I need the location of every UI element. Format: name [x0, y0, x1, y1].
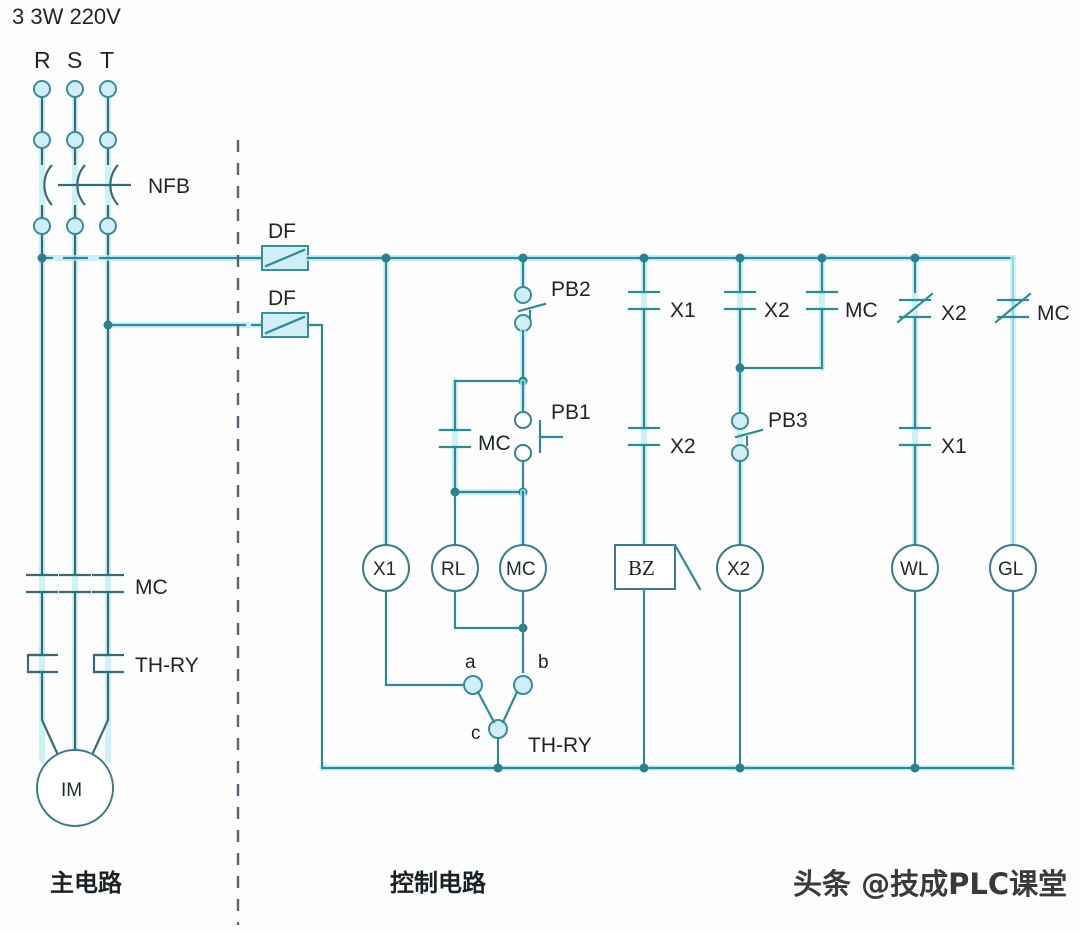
phase-line-t	[90, 80, 117, 756]
pushbutton-pb3[interactable]	[731, 366, 764, 547]
thry-main-label: TH-RY	[135, 654, 199, 677]
thermal-overload-element	[26, 650, 124, 695]
contact-label-x1-wl: X1	[941, 435, 967, 458]
df-label-bottom: DF	[268, 287, 296, 310]
contact-x2-bz	[627, 426, 661, 547]
coil-label-mc: MC	[506, 559, 536, 580]
thermal-relay-switch[interactable]	[463, 675, 533, 773]
section-title-control: 控制电路	[390, 869, 487, 897]
label-layer: 3 3W 220V R S T NFB DF DF MC TH-RY IM PB…	[12, 4, 1070, 901]
main-circuit-group	[26, 80, 265, 827]
contact-label-mc-nc-gl: MC	[1037, 302, 1070, 325]
contact-label-x2-nc-wl: X2	[941, 302, 967, 325]
branch-bz-buzzer	[614, 253, 702, 773]
top-rail	[305, 255, 1016, 770]
main-contactor-contacts	[26, 573, 124, 594]
df-label-top: DF	[268, 220, 296, 243]
motor-symbol	[36, 749, 114, 827]
bottom-rail	[306, 323, 1016, 771]
pushbutton-pb2[interactable]	[514, 286, 547, 332]
contact-x1-wl	[898, 426, 932, 547]
watermark-text: 头条 @技成PLC课堂	[793, 867, 1067, 901]
contact-label-x1-bz: X1	[670, 299, 696, 322]
nfb-label: NFB	[148, 175, 190, 198]
coil-label-x1: X1	[373, 559, 396, 580]
thry-control-label: TH-RY	[528, 734, 592, 757]
coil-label-gl: GL	[998, 559, 1023, 580]
phase-line-s	[66, 80, 84, 755]
pb1-label: PB1	[551, 401, 591, 424]
branch-wl-lamp	[891, 253, 939, 773]
phase-line-r	[33, 80, 60, 756]
phase-label-r: R	[34, 47, 51, 73]
coil-label-x2: X2	[727, 559, 750, 580]
contact-label-x2-seal: X2	[764, 299, 790, 322]
branch-gl-lamp	[989, 255, 1037, 592]
branch-x1-coil	[362, 253, 472, 687]
control-circuit-group	[261, 245, 1037, 773]
motor-label: IM	[61, 780, 82, 801]
contact-x2-nc-wl	[896, 292, 934, 430]
mc-main-label: MC	[135, 576, 168, 599]
coil-label-rl: RL	[441, 559, 465, 580]
contact-label-x2-bz: X2	[670, 435, 696, 458]
section-title-main: 主电路	[50, 869, 123, 897]
supply-label: 3 3W 220V	[12, 4, 121, 29]
branch-mc-control	[431, 253, 564, 674]
contact-label-mc-sealin: MC	[478, 432, 511, 455]
branch-x2-coil	[716, 253, 839, 773]
contact-label-mc-x2branch: MC	[845, 299, 878, 322]
pb3-label: PB3	[768, 409, 808, 432]
fuse-df-top	[261, 245, 309, 271]
coil-label-wl: WL	[900, 559, 929, 580]
fuse-df-bottom	[261, 312, 309, 338]
phase-label-s: S	[67, 47, 82, 73]
nfb-breaker	[43, 164, 131, 206]
pb2-label: PB2	[551, 278, 591, 301]
contact-x2-seal	[723, 290, 757, 370]
thry-terminal-b: b	[538, 652, 549, 673]
pushbutton-pb1[interactable]	[514, 379, 564, 494]
thry-terminal-a: a	[465, 652, 476, 673]
control-supply-taps	[37, 253, 265, 330]
contact-x1-bz	[627, 290, 661, 430]
contact-mc-sealin	[438, 378, 525, 495]
phase-label-t: T	[100, 47, 114, 73]
coil-label-bz: BZ	[628, 556, 655, 580]
thry-terminal-c: c	[471, 723, 481, 744]
contact-mc-nc-gl	[994, 292, 1032, 324]
